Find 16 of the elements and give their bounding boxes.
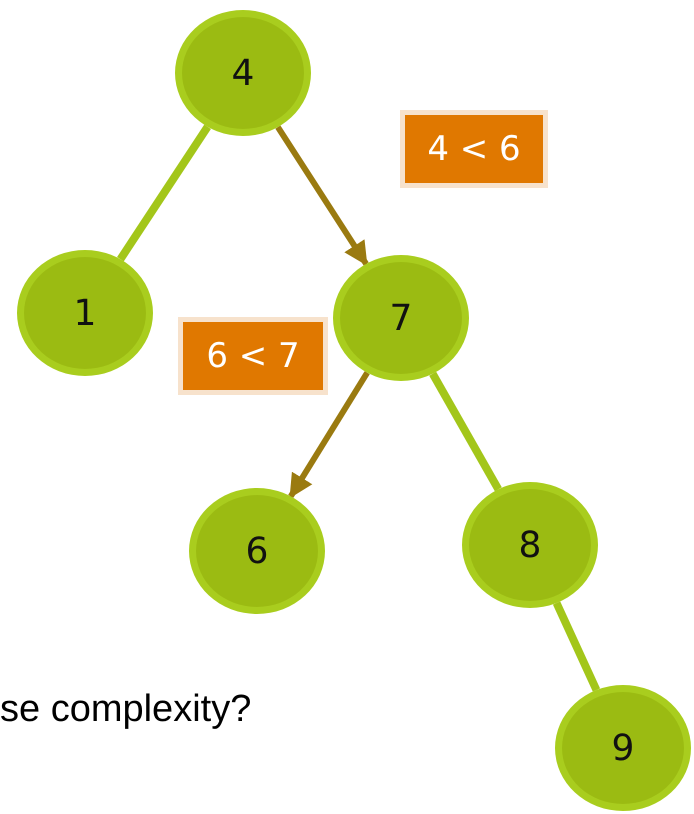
arrow [275,125,369,266]
node-label: 6 < 7 [206,336,300,376]
node-label: 7 [390,298,412,338]
question-text: se complexity? [0,688,252,731]
node-label: 6 [246,530,268,572]
node-label: 9 [612,728,634,768]
tree-edge [552,601,600,692]
arrow [288,371,370,498]
tree-edge [117,124,211,262]
comparison-box [178,317,328,395]
comparison-box [400,110,548,188]
node-label: 8 [518,524,542,566]
node-label: 1 [74,292,96,334]
tree-edge [429,372,502,492]
node-label: 4 [232,52,254,94]
node-label: 4 < 6 [427,129,521,169]
